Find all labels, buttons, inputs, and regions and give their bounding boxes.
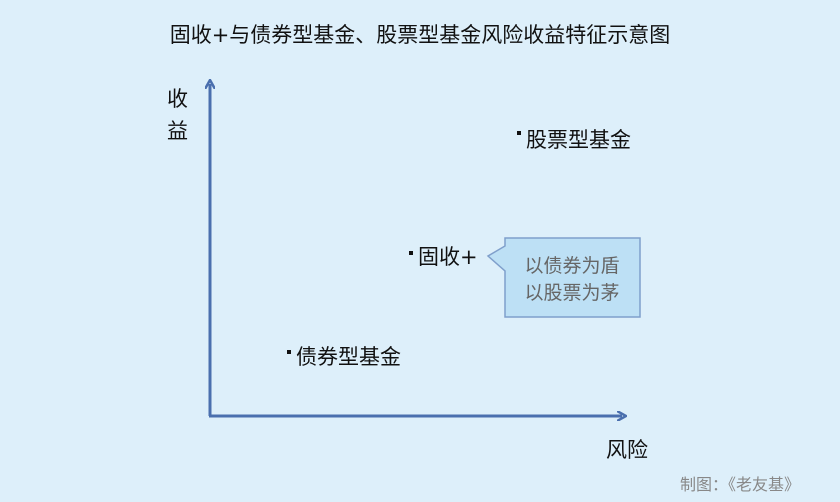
point-marker-stock bbox=[517, 131, 521, 135]
y-axis-label-2: 益 bbox=[167, 119, 188, 143]
credit-text: 制图：《老友基》 bbox=[680, 475, 800, 494]
x-axis-label: 风险 bbox=[606, 438, 648, 462]
point-label-fixed-income-plus: 固收+ bbox=[418, 245, 478, 269]
diagram-title: 固收+与债券型基金、股票型基金风险收益特征示意图 bbox=[170, 23, 671, 47]
callout-line-2: 以股票为茅 bbox=[524, 282, 619, 304]
callout-line-1: 以债券为盾 bbox=[524, 255, 619, 277]
callout-bubble bbox=[486, 237, 641, 318]
point-marker-fixed-income-plus bbox=[409, 251, 413, 255]
point-marker-bond bbox=[287, 350, 291, 354]
point-label-stock-fund: 股票型基金 bbox=[526, 128, 631, 152]
y-axis-label-1: 收 bbox=[167, 87, 188, 111]
point-label-bond-fund: 债券型基金 bbox=[296, 345, 401, 369]
